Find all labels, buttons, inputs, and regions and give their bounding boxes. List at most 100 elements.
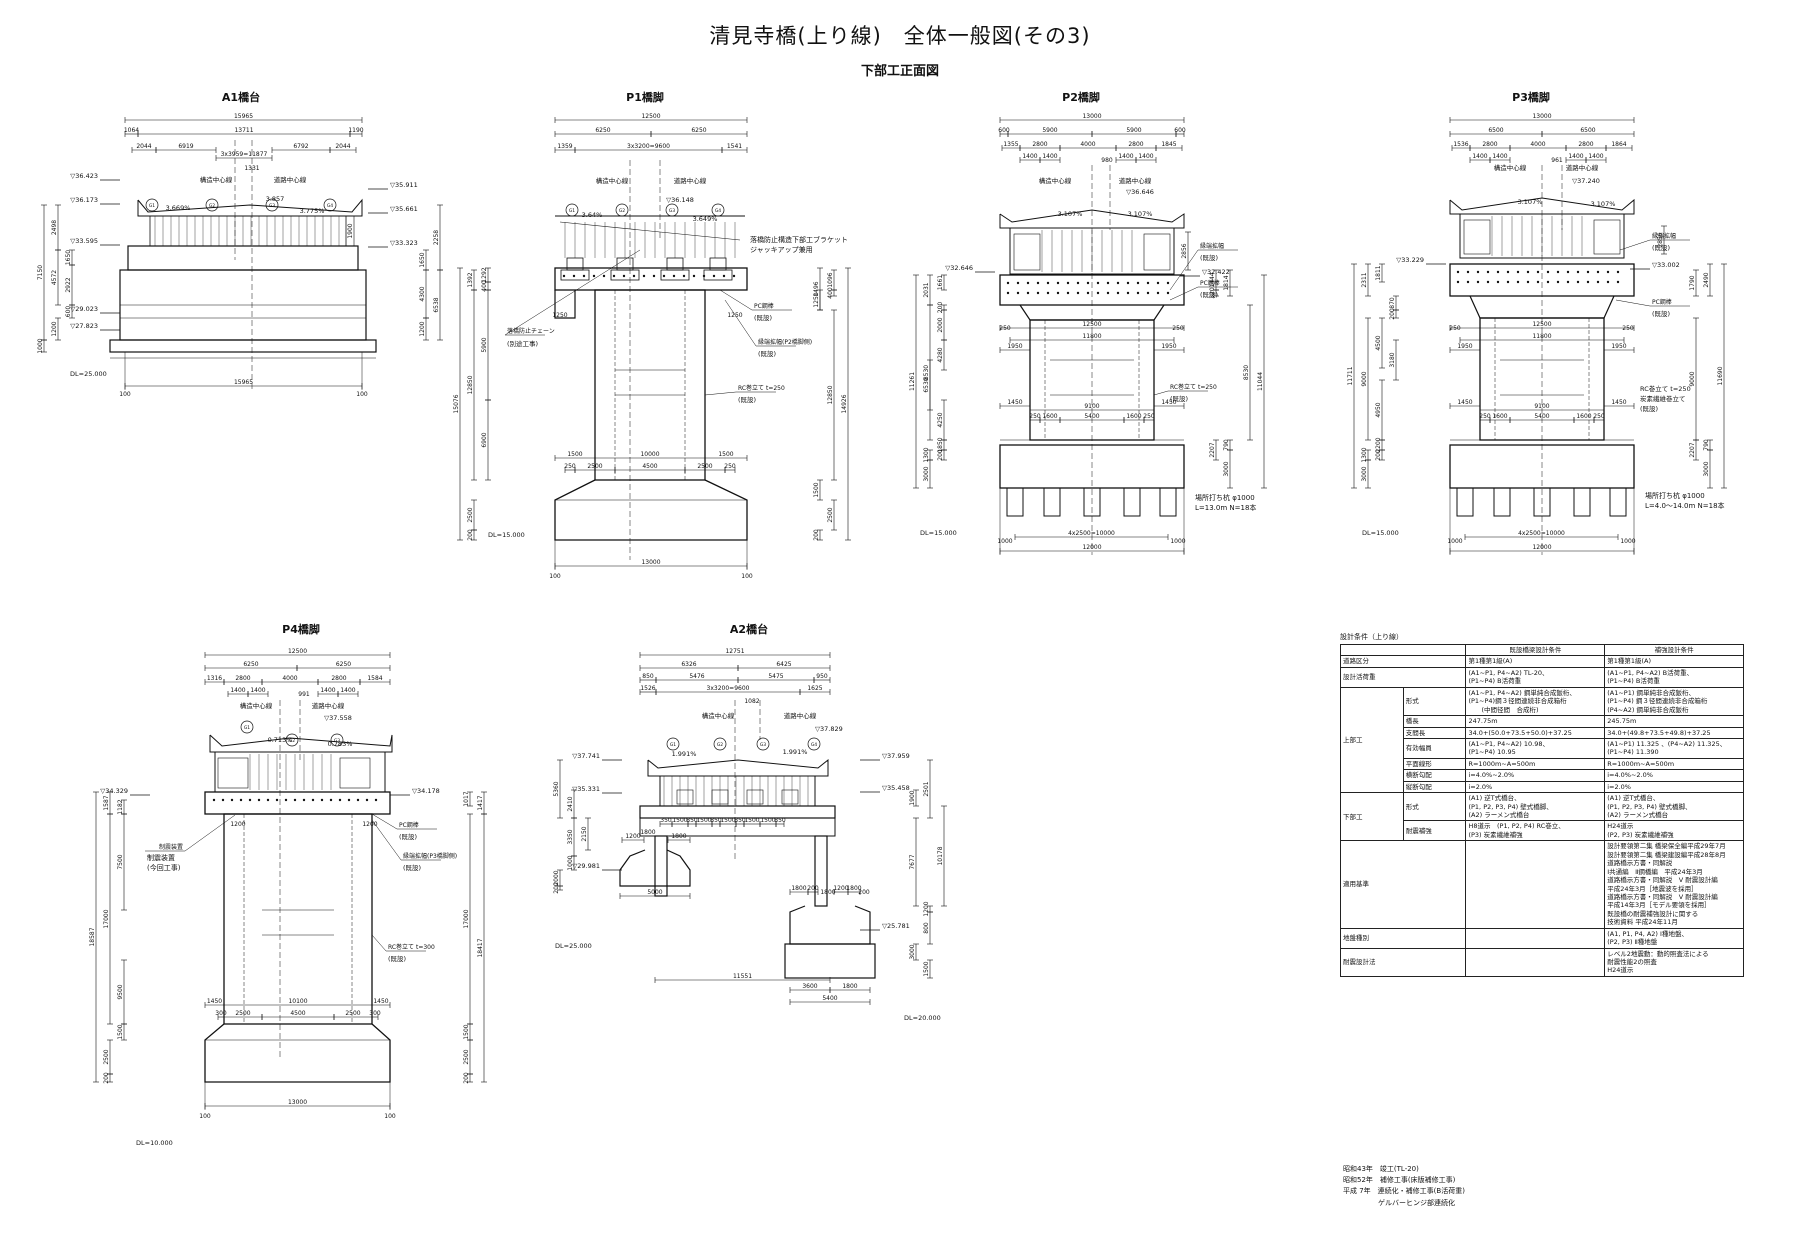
dim-label: 3000 (1223, 461, 1230, 476)
girder-mark (756, 737, 770, 751)
drawing-line (1615, 299, 1651, 307)
dim-label: (既設) (754, 313, 772, 322)
dim-label: 1300 (1361, 447, 1368, 462)
dim-label: 1250 (727, 312, 742, 319)
anchor-dot (1046, 291, 1050, 295)
dim-label: 100 (199, 1113, 211, 1120)
anchor-dot (1036, 281, 1040, 285)
pile (1006, 487, 1024, 517)
anchor-dot (1526, 270, 1530, 274)
girder-label: G1 (670, 742, 676, 748)
dim-label: (既設) (1652, 243, 1670, 252)
dim-label: 4300 (419, 286, 426, 301)
girder-label: G1 (244, 725, 250, 731)
girder-label: G4 (811, 742, 817, 748)
dim-label: 100 (119, 391, 131, 398)
anchor-dot (702, 274, 706, 278)
dim-label: 1182 (117, 799, 124, 814)
anchor-dot (1156, 291, 1160, 295)
anchor-dot (1556, 270, 1560, 274)
design-subitem: 縦断勾配 (1402, 780, 1467, 794)
bearing (781, 789, 799, 805)
dim-label: 2044 (136, 143, 151, 150)
design-row: 地盤種別(A1, P1, P4, A2) Ⅰ種地盤、(P2, P3) Ⅱ種地盤 (1339, 927, 1744, 949)
dim-label: (既設) (1200, 253, 1218, 262)
anchor-dot (1036, 291, 1040, 295)
girder-mark (713, 737, 727, 751)
dim-label: 1200 (362, 821, 377, 828)
dim-label: 1400 (320, 687, 335, 694)
pier-column (223, 813, 373, 1025)
dim-label: RC巻立て t=250 (1640, 384, 1691, 393)
dim-label: (既設) (403, 863, 421, 872)
anchor-dot (712, 274, 716, 278)
dim-label: 2856 (1181, 243, 1188, 258)
anchor-dot (1596, 280, 1600, 284)
dim-label: 落橋防止構造下部工ブラケット (750, 235, 848, 244)
drawing-subtitle: 下部工正面図 (860, 64, 939, 79)
anchor-dot (672, 274, 676, 278)
p1-title: P1橋脚 (626, 91, 664, 104)
dim-label: 1900 (347, 223, 354, 238)
dim-label: DL=10.000 (136, 1139, 173, 1147)
pile (1083, 487, 1101, 517)
dim-label: 8530 (923, 365, 930, 380)
cap-outline (554, 290, 576, 319)
deck-outline (647, 758, 829, 777)
dim-label: 600 (65, 306, 72, 318)
dim-label: 1450 (207, 998, 222, 1005)
design-old-value: (A1~P1, P4~A2) TL-20、(P1~P4) B活荷重 (1465, 666, 1606, 688)
anchor-dot (622, 274, 626, 278)
dim-label: 制震装置 (147, 853, 175, 862)
dim-label: 2410 (567, 796, 574, 811)
dim-label: 13000 (1532, 113, 1551, 120)
dim-label: 1500 (567, 451, 582, 458)
dim-label: ▽37.829 (815, 725, 843, 733)
dim-label: 4572 (51, 270, 58, 285)
pier-column (594, 289, 706, 481)
dim-label: 2500 (345, 1010, 360, 1017)
dim-label: (既設) (1170, 394, 1188, 403)
anchor-dot (1096, 291, 1100, 295)
dim-label: 4950 (1375, 402, 1382, 417)
dim-label: 道路中心線 (274, 175, 307, 184)
anchor-dot (1516, 270, 1520, 274)
design-new-value: 34.0+(49.8+73.5+49.8)+37.25 (1604, 726, 1744, 739)
anchor-dot (1146, 291, 1150, 295)
dim-label: 1444 (1209, 272, 1216, 287)
design-subitem: 形式 (1402, 686, 1467, 717)
girder-mark (240, 720, 254, 734)
footing (204, 1023, 391, 1083)
dim-label: 4x2500=10000 (1068, 530, 1115, 537)
dim-label: 1800 (791, 885, 806, 892)
dim-label: 300 (215, 1010, 227, 1017)
bearing (676, 789, 694, 805)
dim-label: 6425 (776, 661, 791, 668)
girder-mark (265, 198, 279, 212)
dim-label: 1900 (909, 790, 916, 805)
anchor-dot (652, 274, 656, 278)
design-subitem: 支間長 (1402, 726, 1467, 739)
dim-label: 10178 (937, 846, 944, 865)
bracket (560, 269, 590, 281)
dim-label: 100 (384, 1113, 396, 1120)
elevation-label: ▽33.595 (70, 237, 98, 245)
dim-label: 2207 (1689, 442, 1696, 457)
design-new-value: R=1000m~A=500m (1604, 757, 1744, 771)
anchor-dot (1616, 280, 1620, 284)
dim-label: 5900 (1126, 127, 1141, 134)
dim-label: 1400 (1492, 153, 1507, 160)
pile (1533, 487, 1551, 517)
bracket (703, 269, 733, 281)
anchor-dot (1136, 291, 1140, 295)
design-header-blank (1339, 643, 1467, 657)
dim-label: 0.783% (328, 740, 353, 748)
girder-label: G2 (717, 742, 723, 748)
dim-label: 3.107% (1591, 200, 1616, 208)
drawing-title: 清見寺橋(上り線) 全体一般図(その3) (709, 24, 1091, 48)
anchor-dot (1566, 270, 1570, 274)
history-line: 昭和43年 竣工(TL-20) (1343, 1165, 1419, 1173)
anchor-dot (632, 274, 636, 278)
girder-label: G4 (715, 208, 721, 214)
